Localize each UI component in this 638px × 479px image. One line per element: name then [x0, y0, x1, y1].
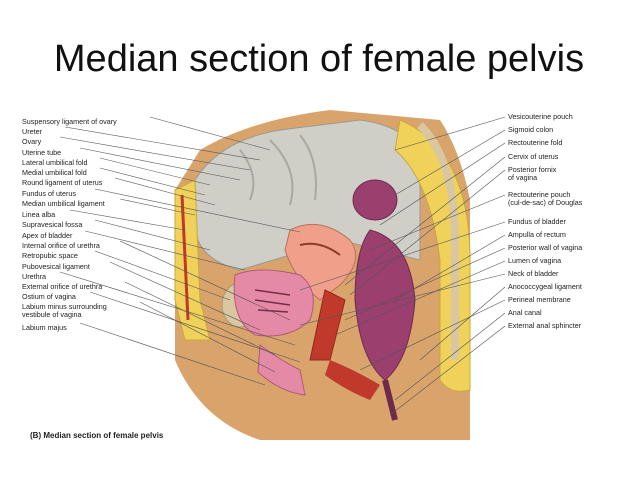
label-linea-alba: Linea alba [22, 210, 56, 219]
label-labium-majus: Labium majus [22, 323, 67, 332]
label-posterior-fornix: Posterior fornix [508, 165, 557, 174]
label-urethra: Urethra [22, 272, 46, 281]
rectum [354, 229, 416, 381]
label-median-umbilical-ligament: Median umbilical ligament [22, 199, 105, 208]
label-rectouterine-pouch-cont: (cul-de-sac) of Douglas [508, 198, 583, 207]
label-rectouterine-fold: Rectouterine fold [508, 138, 563, 147]
label-supravesical-fossa: Supravesical fossa [22, 220, 83, 229]
label-ovary: Ovary [22, 137, 42, 146]
uterine-cavity [299, 242, 341, 256]
sacrum [417, 122, 459, 360]
slide-title: Median section of female pelvis [53, 38, 585, 80]
label-round-ligament: Round ligament of uterus [22, 178, 103, 187]
label-neck-of-bladder: Neck of bladder [508, 269, 559, 278]
label-external-orifice-urethra: External orifice of urethra [22, 282, 103, 291]
left-leader-lines [59, 116, 301, 386]
label-lateral-umbilical-fold: Lateral umbilical fold [22, 158, 88, 167]
label-labium-minus: Labium minus surrounding [22, 302, 107, 311]
figure-caption: (B) Median section of female pelvis [30, 431, 164, 440]
label-vesicouterine-pouch: Vesicouterine pouch [508, 112, 573, 121]
label-anal-canal: Anal canal [508, 308, 542, 317]
sigmoid-colon [352, 179, 398, 221]
label-posterior-wall-vagina: Posterior wall of vagina [508, 243, 583, 252]
linea-alba [180, 194, 190, 321]
label-apex-of-bladder: Apex of bladder [22, 231, 73, 240]
label-perineal-membrane: Perineal membrane [508, 295, 571, 304]
label-posterior-fornix-cont: of vagina [508, 173, 538, 182]
label-lumen-of-vagina: Lumen of vagina [508, 256, 562, 265]
label-suspensory-ligament: Suspensory ligament of ovary [22, 117, 117, 126]
bladder-rugae [254, 289, 291, 313]
label-cervix-of-uterus: Cervix of uterus [508, 152, 559, 161]
label-ureter: Ureter [22, 127, 42, 136]
label-internal-orifice-urethra: Internal orifice of urethra [22, 241, 100, 250]
label-pubovesical-ligament: Pubovesical ligament [22, 262, 90, 271]
label-labium-minus-cont: vestibule of vagina [22, 310, 82, 319]
perineal-body [325, 360, 380, 400]
label-sigmoid-colon: Sigmoid colon [508, 125, 554, 134]
label-anococcygeal-ligament: Anococcygeal ligament [508, 282, 582, 291]
label-medial-umbilical-fold: Medial umbilical fold [22, 168, 87, 177]
intestine-folds [239, 134, 317, 206]
label-external-anal-sphincter: External anal sphincter [508, 321, 582, 330]
abdominal-cavity [194, 119, 421, 271]
right-leader-lines [299, 116, 506, 416]
anal-canal [382, 379, 398, 421]
label-rectouterine-pouch: Rectouterine pouch [508, 190, 571, 199]
label-retropubic-space: Retropubic space [22, 251, 78, 260]
label-ampulla-of-rectum: Ampulla of rectum [508, 230, 566, 239]
label-uterine-tube: Uterine tube [22, 148, 62, 157]
label-fundus-of-uterus: Fundus of uterus [22, 189, 76, 198]
label-fundus-of-bladder: Fundus of bladder [508, 217, 566, 226]
label-ostium-of-vagina: Ostium of vagina [22, 292, 76, 301]
